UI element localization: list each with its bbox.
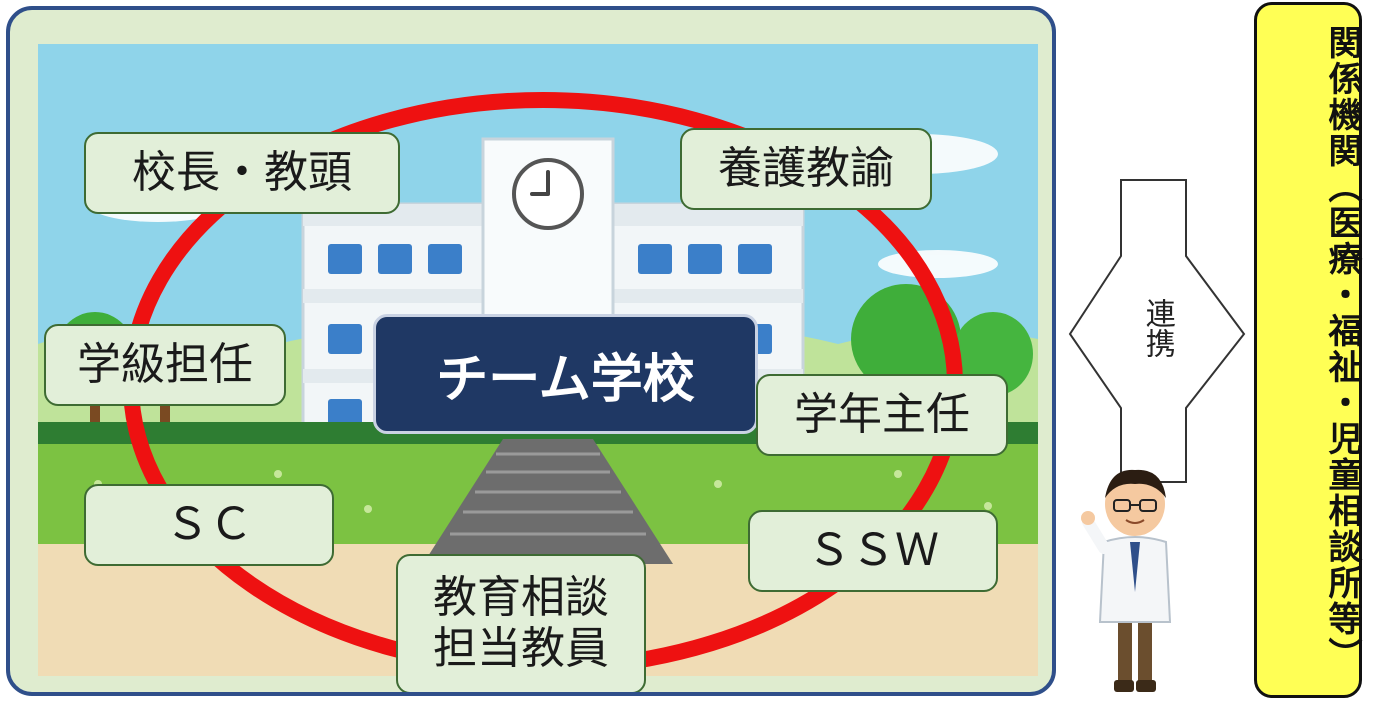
- member-sc: ＳＣ: [84, 484, 334, 566]
- member-homeroom: 学級担任: [44, 324, 286, 406]
- collaboration-arrow: 連携: [1066, 176, 1248, 486]
- team-school-frame: チーム学校 校長・教頭 養護教諭 学級担任 学年主任 ＳＣ ＳＳＷ 教育相談 担…: [6, 6, 1056, 696]
- school-scene: チーム学校 校長・教頭 養護教諭 学級担任 学年主任 ＳＣ ＳＳＷ 教育相談 担…: [38, 44, 1038, 692]
- team-school-label: チーム学校: [373, 314, 758, 434]
- member-principal: 校長・教頭: [84, 132, 400, 214]
- member-nurse: 養護教諭: [680, 128, 932, 210]
- collaboration-label: 連携: [1139, 298, 1175, 358]
- related-agencies-label: 関係機関（医療・福祉・児童相談所等）: [1322, 25, 1362, 673]
- member-ssw: ＳＳＷ: [748, 510, 998, 592]
- member-grade-head: 学年主任: [756, 374, 1008, 456]
- double-arrow-icon: [1068, 179, 1246, 483]
- member-counseling-teacher: 教育相談 担当教員: [396, 554, 646, 692]
- doctor-illustration: [1081, 469, 1172, 692]
- stairs: [423, 439, 673, 564]
- related-agencies-box: 関係機関（医療・福祉・児童相談所等）: [1254, 2, 1362, 698]
